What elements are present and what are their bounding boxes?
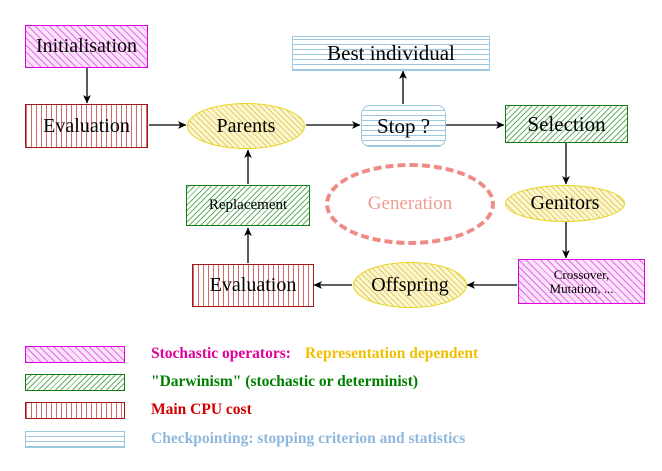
- legend-row-darwinism: "Darwinism" (stochastic or determinist): [25, 373, 418, 391]
- node-selection[interactable]: Selection: [505, 105, 628, 143]
- node-crossover-mutation-label-line1: Crossover,: [553, 266, 610, 282]
- legend-swatch-red-vertical-hatch: [25, 401, 125, 419]
- node-genitors[interactable]: Genitors: [505, 185, 625, 222]
- node-stop[interactable]: Stop ?: [361, 105, 446, 147]
- node-parents[interactable]: Parents: [187, 103, 305, 149]
- node-selection-label: Selection: [527, 111, 606, 136]
- legend-label-stochastic-operators: Stochastic operators: Representation depe…: [151, 345, 478, 363]
- legend-swatch-green-hatch: [25, 373, 125, 391]
- node-generation: Generation: [325, 163, 495, 245]
- legend-label-checkpointing: Checkpointing: stopping criterion and st…: [151, 430, 466, 447]
- node-initialisation-label: Initialisation: [35, 35, 138, 57]
- node-offspring-label: Offspring: [371, 273, 449, 296]
- legend-swatch-blue-horizontal-hatch: [25, 430, 125, 448]
- node-crossover-mutation[interactable]: Crossover, Mutation, ...: [518, 259, 645, 304]
- legend-text-representation-dependent: Representation dependent: [304, 345, 479, 362]
- node-generation-label: Generation: [367, 193, 453, 215]
- node-crossover-mutation-label-line2: Mutation, ...: [549, 280, 614, 296]
- node-evaluation-bottom-label: Evaluation: [209, 274, 297, 296]
- legend-text-stochastic-operators: Stochastic operators:: [151, 345, 291, 362]
- node-evaluation-top[interactable]: Evaluation: [25, 104, 148, 148]
- legend-swatch-magenta-hatch: [25, 345, 125, 363]
- legend-row-checkpointing: Checkpointing: stopping criterion and st…: [25, 430, 465, 448]
- node-offspring[interactable]: Offspring: [353, 262, 467, 308]
- legend-row-stochastic-operators: Stochastic operators: Representation depe…: [25, 345, 478, 363]
- node-initialisation[interactable]: Initialisation: [25, 25, 148, 68]
- node-genitors-label: Genitors: [530, 192, 600, 214]
- legend-label-main-cpu-cost: Main CPU cost: [151, 401, 252, 418]
- node-replacement-label: Replacement: [208, 196, 288, 213]
- legend-row-main-cpu-cost: Main CPU cost: [25, 401, 252, 419]
- node-evaluation-bottom[interactable]: Evaluation: [192, 264, 314, 307]
- node-evaluation-top-label: Evaluation: [43, 114, 130, 137]
- node-parents-label: Parents: [216, 114, 276, 137]
- node-best-individual-label: Best individual: [327, 41, 455, 66]
- node-best-individual[interactable]: Best individual: [292, 36, 490, 71]
- node-stop-label: Stop ?: [376, 113, 431, 138]
- node-replacement[interactable]: Replacement: [186, 185, 310, 226]
- legend-label-darwinism: "Darwinism" (stochastic or determinist): [151, 373, 419, 390]
